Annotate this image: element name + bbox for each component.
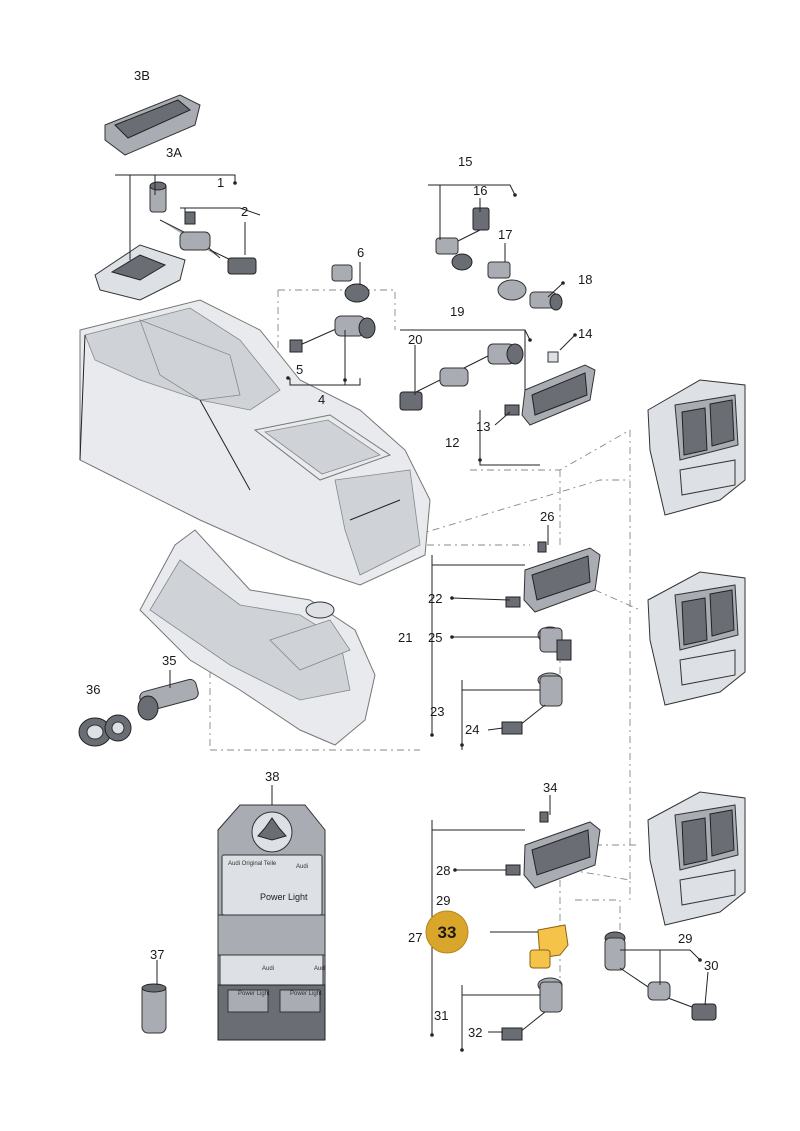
- callout-17: 17: [498, 227, 512, 242]
- part-15-18-lighter-assembly: [435, 207, 563, 311]
- callout-23: 23: [430, 704, 444, 719]
- callout-25: 25: [428, 630, 442, 645]
- callout-labels: 3B 3A 1 2 6 5 4 15 16 17 18 19 20 14 13 …: [86, 68, 718, 1040]
- callout-38: 38: [265, 769, 279, 784]
- rear-vent-panel-2: [647, 571, 746, 706]
- part-6-socket-cover: [331, 264, 370, 303]
- callout-16: 16: [473, 183, 487, 198]
- package-box-brand-1: Audi: [262, 966, 274, 972]
- part-36-socket-ring: [78, 714, 132, 747]
- part-1-2-cigarette-lighter-wiring: [159, 211, 257, 275]
- highlight-circle[interactable]: [425, 910, 469, 954]
- callout-3a: 3A: [166, 145, 182, 160]
- part-21-26-socket-bracket: [501, 541, 601, 735]
- callout-4: 4: [318, 392, 325, 407]
- callout-33[interactable]: 33: [438, 923, 457, 942]
- callout-14: 14: [578, 326, 592, 341]
- callout-31: 31: [434, 1008, 448, 1023]
- callout-26: 26: [540, 509, 554, 524]
- callout-32: 32: [468, 1025, 482, 1040]
- callout-3b: 3B: [134, 68, 150, 83]
- package-product-name: Power Light: [260, 892, 308, 902]
- rear-trim-panel: [139, 529, 376, 746]
- part-37-bulb: [141, 983, 167, 1034]
- part-4-5-socket-harness: [289, 315, 376, 353]
- callout-22: 22: [428, 591, 442, 606]
- callout-35: 35: [162, 653, 176, 668]
- callout-5: 5: [296, 362, 303, 377]
- center-console: [79, 299, 431, 586]
- rear-vent-panel-1: [647, 379, 746, 516]
- callout-29-left: 29: [436, 893, 450, 908]
- callout-30: 30: [704, 958, 718, 973]
- callout-12: 12: [445, 435, 459, 450]
- callout-37: 37: [150, 947, 164, 962]
- callout-2: 2: [241, 204, 248, 219]
- callout-28: 28: [436, 863, 450, 878]
- part-3b-ashtray-insert: [104, 94, 201, 156]
- part-27-34-lower-assembly: [501, 811, 601, 1041]
- package-brand-name: Audi: [296, 864, 308, 870]
- part-29-30-lighter-harness: [604, 931, 717, 1021]
- callout-33-highlight[interactable]: 33: [425, 910, 469, 954]
- callout-6: 6: [357, 245, 364, 260]
- part-38-power-light-package: Audi Original Teile Audi Power Light Aud…: [217, 804, 326, 1041]
- callout-21: 21: [398, 630, 412, 645]
- package-box-product-1: Power Light: [238, 991, 270, 997]
- part-3a-ashtray-housing: [94, 181, 186, 301]
- part-35-socket-insert: [137, 678, 199, 721]
- callout-13: 13: [476, 419, 490, 434]
- callout-27: 27: [408, 930, 422, 945]
- part-19-20-socket-harness: [399, 343, 524, 411]
- callout-29-right: 29: [678, 931, 692, 946]
- callout-15: 15: [458, 154, 472, 169]
- callout-18: 18: [578, 272, 592, 287]
- part-12-14-bracket: [504, 351, 596, 426]
- package-brand-line: Audi Original Teile: [228, 861, 277, 867]
- callout-36: 36: [86, 682, 100, 697]
- callout-20: 20: [408, 332, 422, 347]
- callout-19: 19: [450, 304, 464, 319]
- callout-1: 1: [217, 175, 224, 190]
- package-box-brand-2: Audi: [314, 966, 326, 972]
- package-box-product-2: Power Light: [290, 991, 322, 997]
- callout-24: 24: [465, 722, 479, 737]
- rear-vent-panel-3: [647, 791, 746, 926]
- leader-dots: [233, 181, 702, 1052]
- assembly-guide-lines: [209, 289, 641, 985]
- callout-34: 34: [543, 780, 557, 795]
